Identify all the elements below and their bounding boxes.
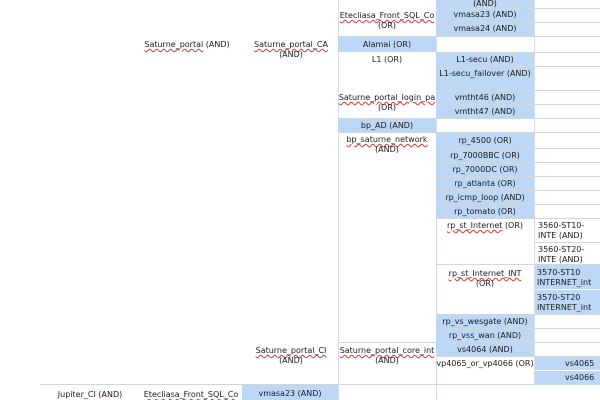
leaf-node-l1-secu-failover[interactable]: L1-secu_failover (AND) [436,67,534,90]
group-node-etecsa-front-sql-2[interactable]: Etecliasa_Front_SQL_Co [140,389,242,400]
leaf-label: L1-secu (AND) [456,55,514,64]
leaf-node-vmasa23[interactable]: vmasa23 (AND) [436,9,534,22]
node-name: Etecliasa_Front_SQL_Co [339,11,435,20]
column-divider [534,0,535,384]
group-node-l1[interactable]: L1 (OR) [338,53,436,65]
leaf-node-bp-ad[interactable]: bp_AD (AND) [338,119,436,132]
leaf-node-rp-tomato[interactable]: rp_tomato (OR) [436,205,534,218]
node-name: Saturne_portal_CI [255,346,327,355]
leaf-node-vmasa24[interactable]: vmasa24 (AND) [436,23,534,36]
leaf-node-rp-7000dc[interactable]: rp_7000DC (OR) [436,163,534,176]
leaf-label: rp_tomato (OR) [454,207,516,216]
node-name: rp_st_Internet_INT [448,269,522,278]
node-operator: (AND) [279,356,303,365]
leaf-label: rp_vss_wan (AND) [448,331,522,340]
leaf-label: rp_atlanta (OR) [454,179,516,188]
leaf-label: rp_7000BBC (OR) [450,151,520,160]
node-operator: (OR) [475,279,495,288]
node-operator: (OR) [377,21,397,30]
leaf-label: vmtht46 (AND) [454,93,516,102]
leaf-node-3570-st10-internet[interactable]: 3570-ST10 INTERNET_int [535,265,600,289]
leaf-node-rp-vss-wan[interactable]: rp_vss_wan (AND) [436,329,534,342]
node-name: rp_st_Internet [446,221,503,230]
group-node-saturne-portal-ci[interactable]: Saturne_portal_CI (AND) [244,345,338,369]
leaf-node-vs4065[interactable]: vs4065 (AND) [535,357,600,370]
leaf-label: vmasa24 (AND) [453,24,517,33]
node-operator: (AND) [279,50,303,59]
node-operator: (AND) [375,356,399,365]
node-name: Etecliasa_Front_SQL_Co [143,390,239,399]
leaf-node-3570-st20-internet[interactable]: 3570-ST20 INTERNET_int [535,290,600,314]
leaf-node[interactable]: (AND) [436,0,534,8]
group-node-vp4065-or-vp4066[interactable]: vp4065_or_vp4066 (OR) [436,358,534,382]
group-node-rp-st-internet[interactable]: rp_st_Internet (OR) [436,220,534,234]
leaf-label: 3570-ST20 INTERNET_int [537,293,592,312]
group-node-portal-core-int[interactable]: Saturne_portal_core_int (AND) [338,345,436,369]
node-name: bp_saturne_network [346,135,428,144]
column-divider [338,0,339,400]
leaf-label: rp_4500 (OR) [458,136,512,145]
leaf-label: vmasa23 (AND) [258,389,322,398]
node-name: Saturne_portal_CA [254,40,328,49]
node-name: Jupiter_CI [57,390,96,399]
leaf-node-vs4066[interactable]: vs4066 (AND) [535,371,600,384]
leaf-node-vs4064[interactable]: vs4064 (AND) [436,343,534,356]
leaf-label: rp_vs_wesgate (AND) [442,317,528,326]
group-node-saturne-portal-ca[interactable]: Saturne_portal_CA (AND) [244,39,338,63]
leaf-node-rp-7000bbc[interactable]: rp_7000BBC (OR) [436,149,534,162]
leaf-node-rp-4500[interactable]: rp_4500 (OR) [436,133,534,148]
node-operator: (AND) [375,145,399,154]
leaf-label: vmtht47 (AND) [454,107,516,116]
leaf-node-rp-atlanta[interactable]: rp_atlanta (OR) [436,177,534,190]
node-operator: (AND) [98,390,123,399]
leaf-node-vmtht47[interactable]: vmtht47 (AND) [436,105,534,118]
node-operator: (OR) [504,221,524,230]
leaf-node-vmtht46[interactable]: vmtht46 (AND) [436,91,534,104]
node-name: L1 (OR) [371,55,403,64]
leaf-node-3560-st10-inte[interactable]: 3560-ST10-INTE (AND) [536,220,600,242]
leaf-node-rp-vs-wesgate[interactable]: rp_vs_wesgate (AND) [436,315,534,328]
leaf-node-alamai[interactable]: Alamai (OR) [338,37,436,52]
group-node-etecsa-front-sql[interactable]: Etecliasa_Front_SQL_Co (OR) [338,10,436,34]
node-operator: (OR) [377,103,397,112]
node-name: Saturne_portal_core_int [339,346,435,355]
group-node-bp-saturne-network[interactable]: bp_saturne_network (AND) [338,134,436,158]
leaf-label: rp_icmp_loop (AND) [445,193,525,202]
leaf-node-rp-icmp-loop[interactable]: rp_icmp_loop (AND) [436,191,534,204]
group-node-rp-st-internet-int[interactable]: rp_st_Internet_INT (OR) [436,268,534,292]
group-node-portal-login[interactable]: Saturne_portal_login_pa (OR) [338,92,436,116]
leaf-node-vmasa23-b[interactable]: vmasa23 (AND) [242,385,338,400]
leaf-label: bp_AD (AND) [360,121,414,130]
node-name: Saturne_portal_login_pa [338,93,436,102]
group-node-saturne-portal[interactable]: Saturne_portal (AND) [130,39,244,53]
leaf-label: vs4064 (AND) [457,345,513,354]
leaf-label: 3560-ST10-INTE (AND) [538,221,585,240]
leaf-node-3560-st20-inte[interactable]: 3560-ST20-INTE (AND) [536,244,600,264]
node-name: Saturne_portal [144,40,204,49]
leaf-label: 3570-ST10 INTERNET_int [537,268,592,287]
leaf-label: rp_7000DC (OR) [452,165,518,174]
leaf-label: vs4066 (AND) [565,373,595,384]
leaf-node-l1-secu[interactable]: L1-secu (AND) [436,53,534,66]
leaf-label: (AND) [473,0,497,8]
leaf-label: 3560-ST20-INTE (AND) [538,245,585,264]
node-name: vp4065_or_vp4066 (OR) [436,359,534,368]
node-operator: (AND) [205,40,230,49]
leaf-label: Alamai (OR) [362,40,412,49]
leaf-label: L1-secu_failover (AND) [439,69,531,78]
leaf-label: vs4065 (AND) [565,359,595,370]
group-node-jupiter-ci[interactable]: Jupiter_CI (AND) [40,389,140,400]
leaf-label: vmasa23 (AND) [453,10,517,19]
